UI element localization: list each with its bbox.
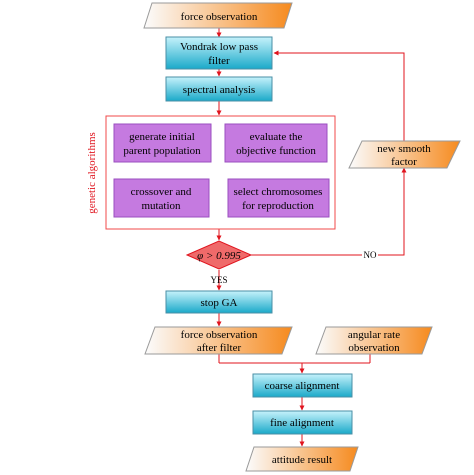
force-after-text-line1: force observation (181, 329, 258, 341)
stop-ga-text: stop GA (201, 297, 238, 309)
stop-ga-node: stop GA (165, 290, 273, 314)
new-smooth-text-line2: factor (391, 156, 417, 168)
evaluate-objective-node: evaluate the objective function (224, 123, 328, 163)
edge-decision-no (251, 167, 407, 256)
fine-alignment-text: fine alignment (270, 417, 334, 429)
generate-text-line1: generate initial (129, 131, 195, 143)
select-chromosomes-node: select chromosomes for reproduction (227, 178, 330, 218)
select-text-line2: for reproduction (242, 200, 314, 212)
angular-rate-node: angular rate observation (315, 326, 433, 355)
select-text-line1: select chromosomes (234, 186, 323, 198)
new-smooth-factor-node: new smooth factor (348, 140, 461, 169)
genetic-algorithms-label: genetic algorithms (86, 132, 98, 214)
angular-text-line2: observation (348, 342, 400, 354)
crossover-text-line1: crossover and (131, 186, 192, 198)
generate-text-line2: parent population (123, 145, 201, 157)
spectral-analysis-text: spectral analysis (183, 84, 255, 96)
fine-alignment-node: fine alignment (252, 410, 353, 435)
crossover-text-line2: mutation (141, 200, 181, 212)
vondrak-filter-node: Vondrak low pass filter (165, 36, 273, 70)
generate-population-node: generate initial parent population (113, 123, 212, 163)
angular-text-line1: angular rate (348, 329, 400, 341)
vondrak-text-line1: Vondrak low pass (180, 41, 258, 53)
attitude-result-text: attitude result (272, 454, 332, 466)
no-label: NO (364, 250, 377, 260)
evaluate-text-line1: evaluate the (250, 131, 303, 143)
attitude-result-node: attitude result (245, 446, 359, 472)
force-observation-node: force observation (143, 2, 293, 29)
crossover-mutation-node: crossover and mutation (113, 178, 210, 218)
vondrak-text-line2: filter (208, 55, 230, 67)
evaluate-text-line2: objective function (236, 145, 316, 157)
decision-node: φ > 0.995 (185, 240, 253, 270)
spectral-analysis-node: spectral analysis (165, 76, 273, 102)
coarse-alignment-text: coarse alignment (265, 380, 340, 392)
yes-label: YES (210, 275, 227, 285)
new-smooth-text-line1: new smooth (377, 143, 431, 155)
edge-newfactor-to-vondrak (273, 50, 405, 141)
force-after-text-line2: after filter (197, 342, 242, 354)
force-after-filter-node: force observation after filter (144, 326, 293, 355)
no-label-bg (362, 250, 378, 260)
decision-text: φ > 0.995 (197, 250, 241, 262)
force-observation-text: force observation (181, 11, 258, 23)
coarse-alignment-node: coarse alignment (252, 373, 353, 398)
